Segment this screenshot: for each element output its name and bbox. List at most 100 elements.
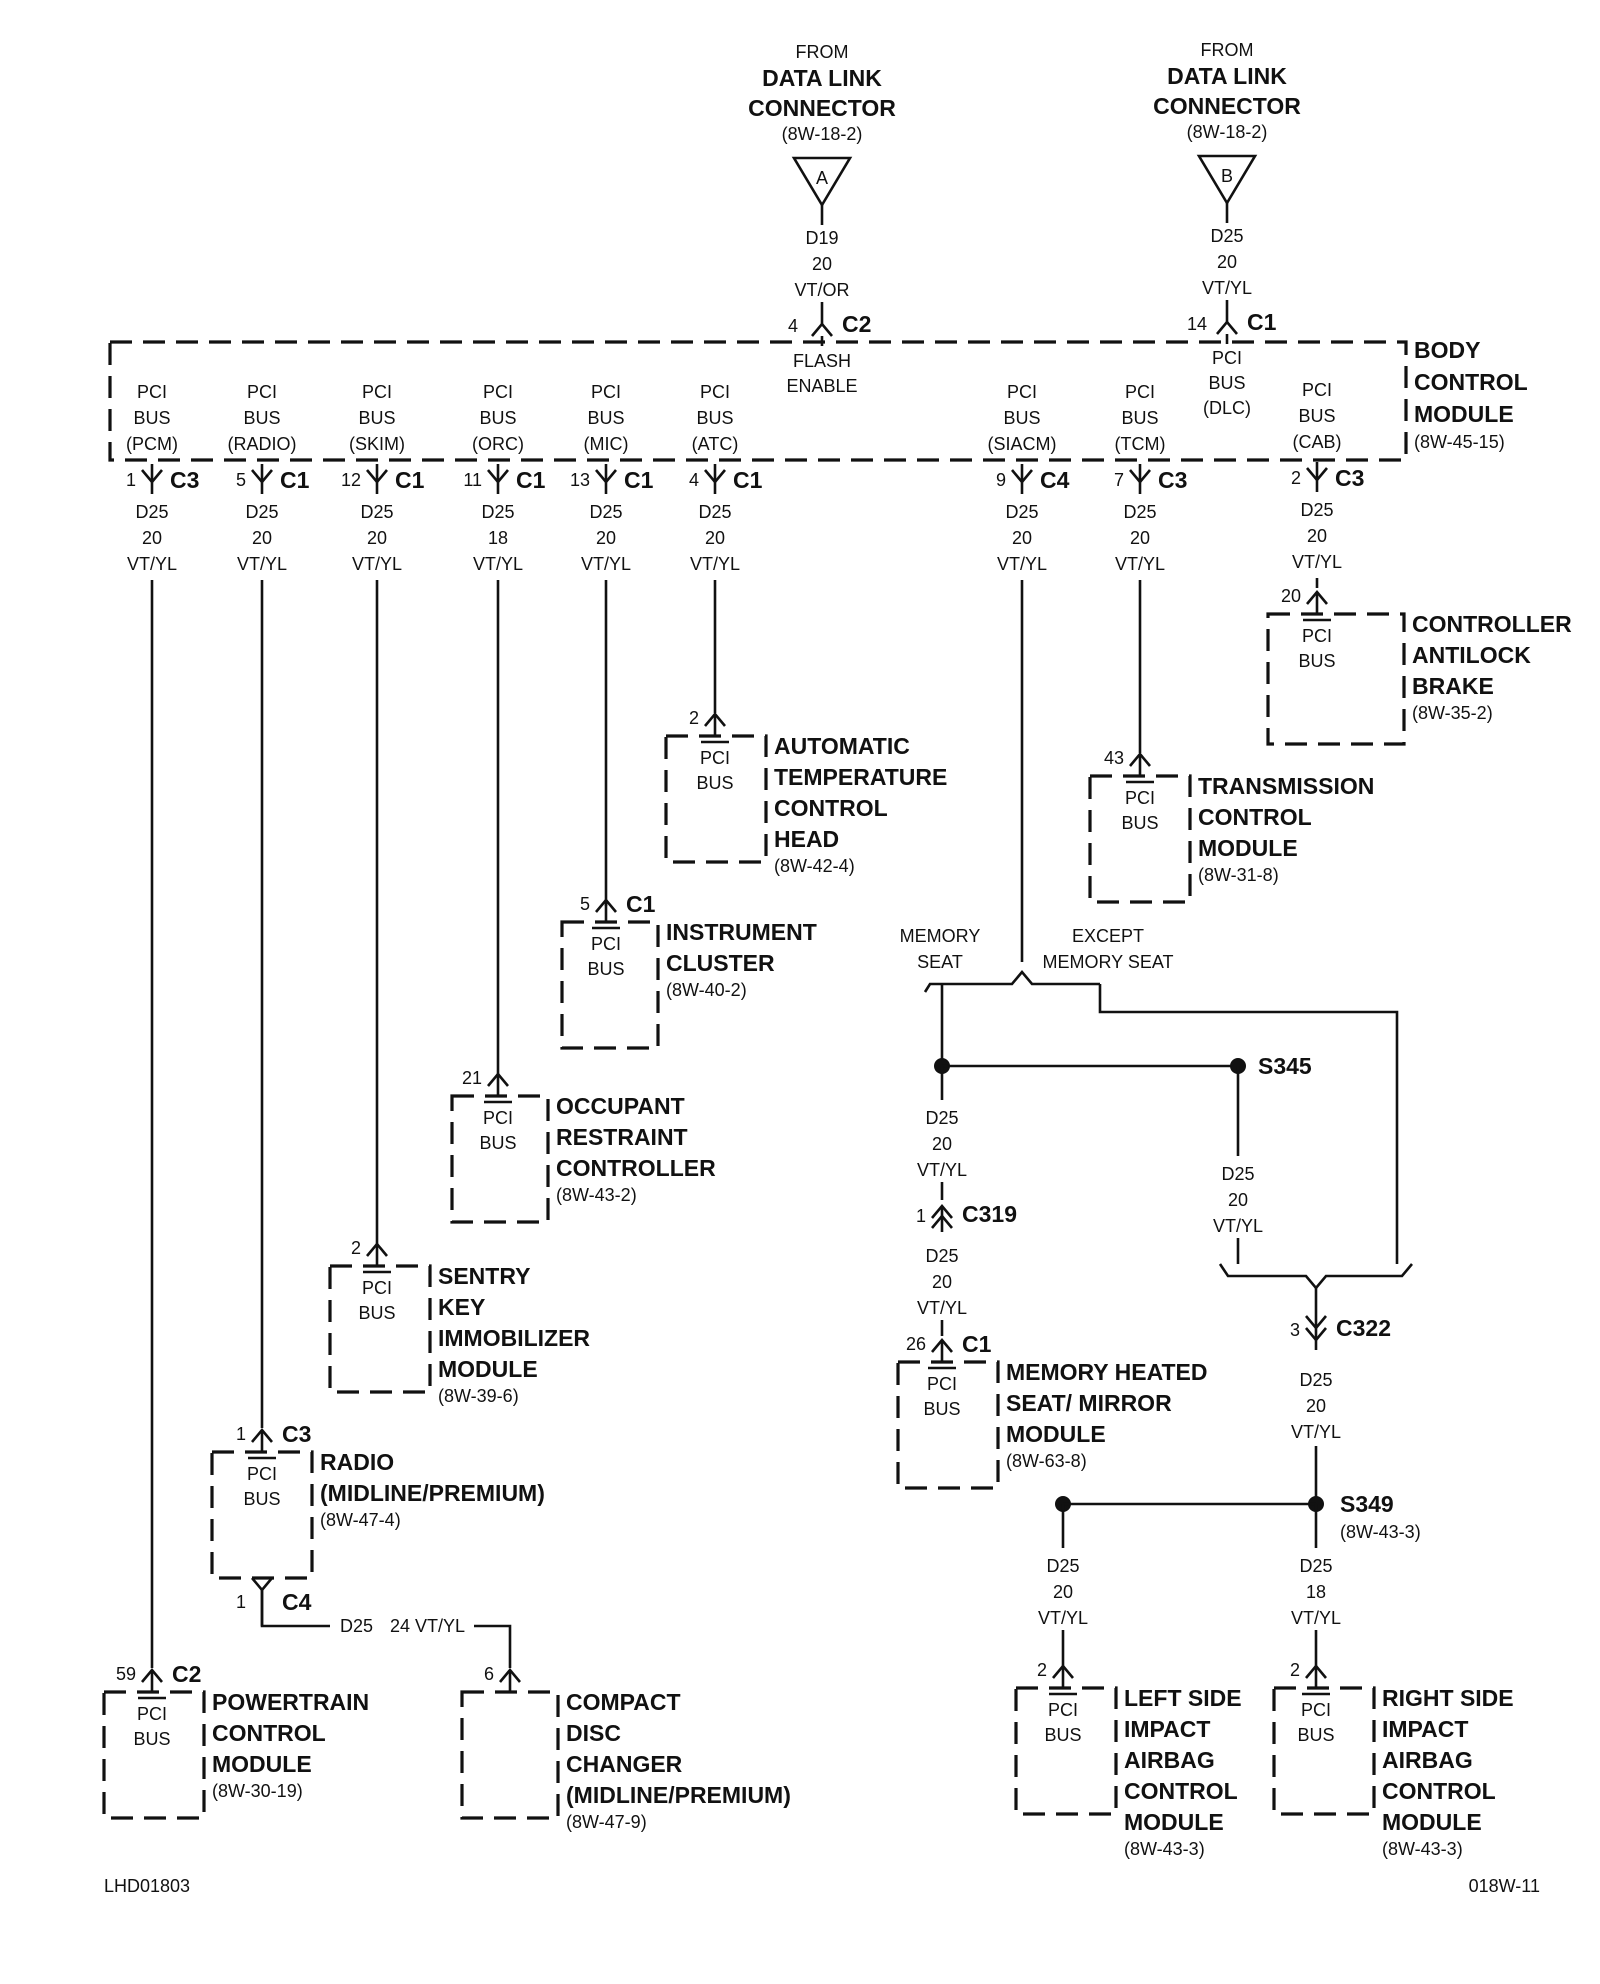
wire-spec-line: VT/YL (1292, 552, 1342, 572)
wire-circuit: D25 (925, 1246, 958, 1266)
flash-enable-line1: FLASH (793, 351, 851, 371)
wire-spec-line: VT/YL (690, 554, 740, 574)
module-skim: 2PCIBUSSENTRYKEYIMMOBILIZERMODULE(8W-39-… (328, 1238, 590, 1406)
module-inner-label: PCI (1048, 1700, 1078, 1720)
dlc-bus-line1: PCI (1212, 348, 1242, 368)
branch-label-line: (CAB) (1293, 432, 1342, 452)
module-title-line: TEMPERATURE (774, 764, 947, 790)
branch-label-line: PCI (591, 382, 621, 402)
wire-gauge: 20 (1217, 252, 1237, 272)
branch-label-line: (SIACM) (988, 434, 1057, 454)
wire-circuit: D25 (1299, 1370, 1332, 1390)
cdc-wire-gauge-color: 24 VT/YL (390, 1616, 465, 1636)
dlc-ref: (8W-18-2) (782, 124, 863, 144)
module-title-line: HEAD (774, 826, 839, 852)
module-outline (1014, 1686, 1118, 1816)
module-outline (460, 1690, 560, 1820)
pin-number: 1 (236, 1592, 246, 1612)
dlc-title-line2: CONNECTOR (748, 95, 896, 121)
double-pin-symbol (1305, 1315, 1327, 1343)
module-inner-label: PCI (1302, 626, 1332, 646)
pin-number: 2 (351, 1238, 361, 1258)
branch-label-line: (PCM) (126, 434, 178, 454)
dlc-title-line1: DATA LINK (762, 65, 882, 91)
wire-gauge: 20 (932, 1272, 952, 1292)
wire-spec-line: VT/YL (237, 554, 287, 574)
module-inner-label: BUS (696, 773, 733, 793)
pin-symbol (704, 711, 726, 727)
pin-symbol (499, 1667, 521, 1683)
module-ref: (8W-40-2) (666, 980, 747, 1000)
pin-number: 1 (916, 1206, 926, 1226)
wire-color: VT/YL (1213, 1216, 1263, 1236)
module-title-line: INSTRUMENT (666, 919, 817, 945)
module-title-line: MODULE (1006, 1421, 1106, 1447)
branch-label-line: PCI (1302, 380, 1332, 400)
from-label: FROM (796, 42, 849, 62)
module-title-line: KEY (438, 1294, 485, 1320)
pin-number: 2 (1290, 1660, 1300, 1680)
module-title-line: RESTRAINT (556, 1124, 688, 1150)
wire-color: VT/OR (794, 280, 849, 300)
module-title-line: (MIDLINE/PREMIUM) (566, 1782, 791, 1808)
memory-seat-split: MEMORY SEAT EXCEPT MEMORY SEAT (900, 926, 1399, 1264)
pin-symbol (1306, 589, 1328, 605)
connector-letter-a: A (816, 168, 828, 188)
module-title-line: OCCUPANT (556, 1093, 685, 1119)
wire-spec-line: D25 (481, 502, 514, 522)
connector-triangle-b (1196, 154, 1258, 206)
branch-label-line: (TCM) (1115, 434, 1166, 454)
module-ref: (8W-63-8) (1006, 1451, 1087, 1471)
module-ref: (8W-47-4) (320, 1510, 401, 1530)
connector-id: C1 (626, 891, 656, 917)
pin-number: 4 (689, 470, 699, 490)
connector-id: C3 (1335, 465, 1364, 491)
connector-triangle-a (791, 156, 853, 208)
module-atc: 2PCIBUSAUTOMATICTEMPERATURECONTROLHEAD(8… (664, 708, 947, 876)
footer-left-code: LHD01803 (104, 1876, 190, 1896)
connector-id: C1 (624, 467, 654, 493)
module-title-line: MODULE (1124, 1809, 1224, 1835)
memory-seat-line1: MEMORY (900, 926, 981, 946)
module-inner-label: PCI (1301, 1700, 1331, 1720)
wire-circuit: D25 (1299, 1556, 1332, 1576)
connector-id: C1 (733, 467, 763, 493)
module-title-line: CONTROLLER (1412, 611, 1572, 637)
module-inner-label: BUS (1297, 1725, 1334, 1745)
pin-symbol (1129, 751, 1151, 767)
dlc-connector-a: FROM DATA LINK CONNECTOR (8W-18-2) A D19… (748, 42, 896, 396)
connector-id: C319 (962, 1201, 1017, 1227)
wire-gauge: 20 (1228, 1190, 1248, 1210)
wire-color: VT/YL (1038, 1608, 1088, 1628)
except-memory-seat-line1: EXCEPT (1072, 926, 1144, 946)
wire-spec-line: D25 (360, 502, 393, 522)
module-title-line: CONTROL (1382, 1778, 1496, 1804)
module-outline (1272, 1686, 1376, 1816)
branch-label-line: (RADIO) (228, 434, 297, 454)
branch-label-line: BUS (1121, 408, 1158, 428)
wire-spec-line: 20 (252, 528, 272, 548)
connector-c322: 3 C322 D25 20 VT/YL (1218, 1263, 1413, 1504)
wire-spec-line: 20 (1012, 528, 1032, 548)
bcm-title-line1: BODY (1414, 337, 1480, 363)
pin-number: 43 (1104, 748, 1124, 768)
module-outline (450, 1094, 550, 1224)
wire-spec-line: 18 (488, 528, 508, 548)
pin-number: 9 (996, 470, 1006, 490)
wire-spec-line: D25 (1300, 500, 1333, 520)
wire-circuit: D25 (1221, 1164, 1254, 1184)
connector-id: C2 (172, 1661, 201, 1687)
module-outline (328, 1264, 432, 1394)
flash-enable-line2: ENABLE (786, 376, 857, 396)
connector-letter-b: B (1221, 166, 1233, 186)
pin-number: 21 (462, 1068, 482, 1088)
pin-symbol (251, 1427, 273, 1443)
wire-spec-line: D25 (698, 502, 731, 522)
